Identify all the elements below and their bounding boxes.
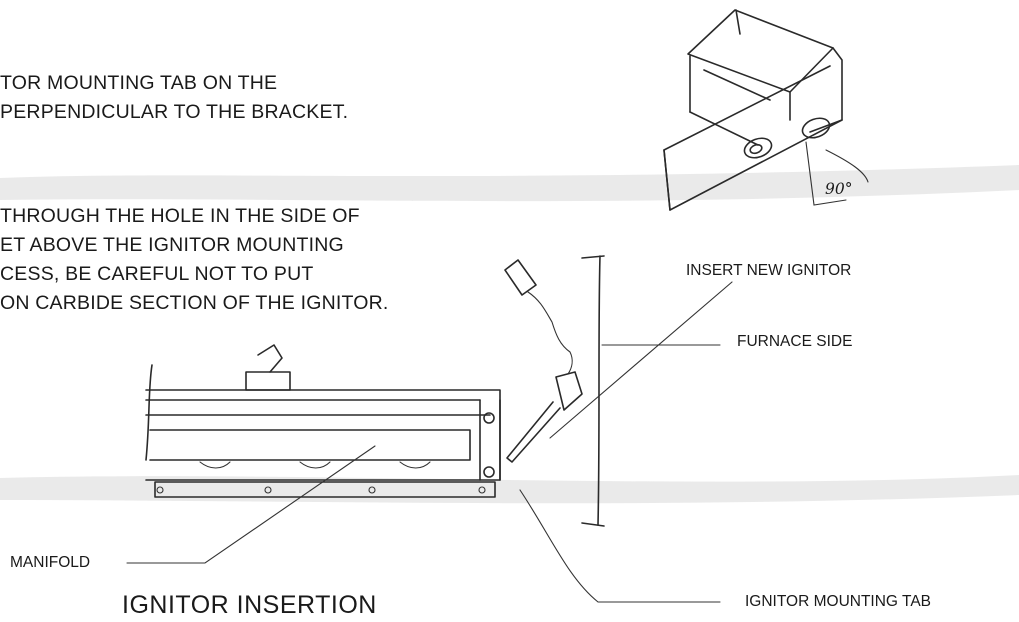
- callout-furnace-side: FURNACE SIDE: [737, 333, 853, 350]
- instruction-step1-line1: TOR MOUNTING TAB ON THE: [0, 72, 278, 94]
- figure-title: IGNITOR INSERTION: [122, 591, 377, 619]
- instruction-step1-line2: PERPENDICULAR TO THE BRACKET.: [0, 101, 349, 123]
- page-fold-shadow: [0, 165, 1019, 202]
- callout-manifold: MANIFOLD: [10, 554, 91, 571]
- furnace-side-wall: [581, 255, 605, 527]
- instruction-step2-line4: ON CARBIDE SECTION OF THE IGNITOR.: [0, 292, 389, 314]
- leader-manifold: [126, 445, 376, 564]
- instruction-step2-line1: THROUGH THE HOLE IN THE SIDE OF: [0, 205, 360, 227]
- callout-insert-new-ignitor: INSERT NEW IGNITOR: [686, 262, 852, 279]
- instruction-step2-line2: ET ABOVE THE IGNITOR MOUNTING: [0, 234, 344, 256]
- angle-label: 90°: [825, 180, 853, 198]
- leader-mounting-tab: [519, 489, 721, 603]
- callout-ignitor-mounting-tab: IGNITOR MOUNTING TAB: [745, 593, 932, 610]
- instruction-step2-line3: CESS, BE CAREFUL NOT TO PUT: [0, 263, 314, 285]
- leader-insert-new-ignitor: [549, 281, 733, 439]
- manifold-assembly-sketch: [145, 344, 501, 498]
- bracket-detail-sketch: [663, 9, 869, 211]
- ignitor-sketch: [504, 259, 583, 463]
